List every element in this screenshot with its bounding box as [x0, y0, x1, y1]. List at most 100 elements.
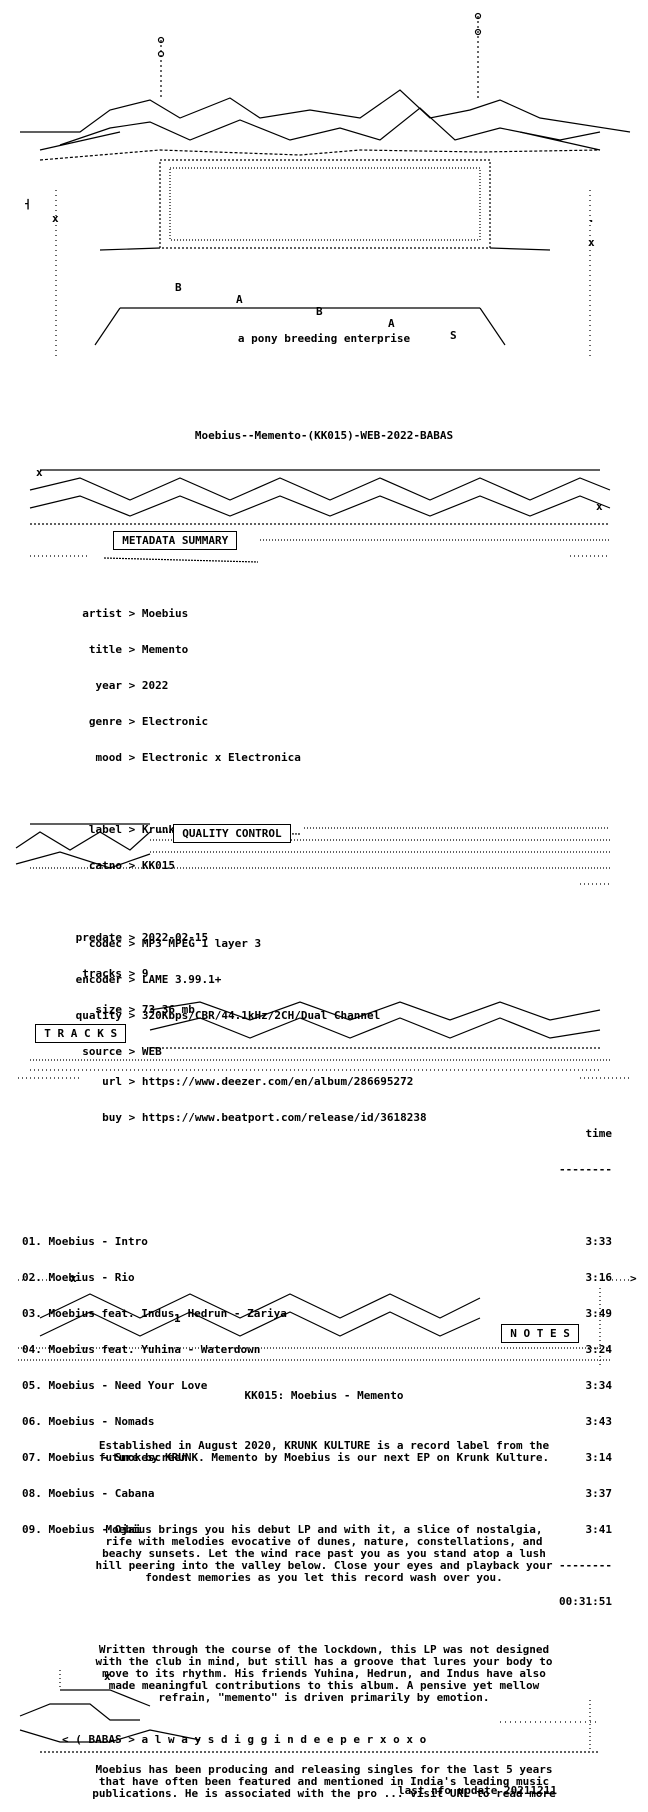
notes-paragraph: Written through the course of the lockdo…: [95, 1643, 553, 1704]
header-letter: A: [388, 317, 395, 330]
notes-banner-svg: x > 1: [18, 1272, 637, 1368]
header-letter: B: [316, 305, 323, 318]
quality-value: LAME 3.99.1+: [141, 973, 222, 986]
meta-value: 9: [141, 967, 149, 980]
track-row: 08. Moebius - Cabana 3:37: [22, 1488, 612, 1500]
header-art-svg: ㅓ x . x x x: [20, 12, 631, 360]
svg-text:x: x: [70, 1272, 77, 1285]
meta-value: Electronic: [141, 715, 209, 728]
notes-banner-art: x > 1: [0, 1268, 648, 1378]
header-letter: A: [236, 293, 243, 306]
release-name: Moebius--Memento-(KK015)-WEB-2022-BABAS: [194, 429, 454, 442]
meta-key: artist: [82, 607, 122, 620]
meta-key: catno: [88, 859, 122, 872]
footer-art: x: [0, 1660, 648, 1760]
url-link[interactable]: https://www.deezer.com/en/album/28669527…: [141, 1075, 414, 1088]
track-row: 04. Moebius feat. Yuhina - Waterdown 3:24: [22, 1344, 612, 1356]
track-duration: 3:34: [585, 1379, 613, 1392]
track-row: 03. Moebius feat. Indus, Hedrun - Zariya…: [22, 1308, 612, 1320]
time-header: time: [585, 1127, 613, 1140]
meta-key: tracks: [82, 967, 122, 980]
svg-text:>: >: [630, 1272, 637, 1285]
babas-letters: B A B A S: [0, 270, 648, 342]
track-row: 09. Moebius - Ojai 3:41: [22, 1524, 612, 1536]
notes-body: Established in August 2020, KRUNK KULTUR…: [0, 1416, 648, 1812]
svg-text:x: x: [588, 236, 595, 249]
quality-key: encoder: [75, 973, 122, 986]
quality-heading: QUALITY CONTROL: [173, 824, 291, 843]
svg-text:1: 1: [174, 1312, 181, 1325]
track-title: 06. Moebius - Nomads: [22, 1415, 155, 1428]
track-row: 05. Moebius - Need Your Love 3:34: [22, 1380, 612, 1392]
track-title: 07. Moebius - Smokescreen: [22, 1451, 188, 1464]
meta-value: Electronic x Electronica: [141, 751, 301, 764]
notes-heading: N O T E S: [501, 1324, 579, 1343]
quality-banner-svg: [15, 823, 610, 885]
meta-key: predate: [75, 931, 122, 944]
track-duration: 3:43: [585, 1415, 613, 1428]
svg-text:x: x: [104, 1670, 111, 1683]
meta-value: 2022-02-15: [141, 931, 209, 944]
track-duration: 3:16: [585, 1271, 613, 1284]
track-title: 05. Moebius - Need Your Love: [22, 1379, 208, 1392]
svg-text:x: x: [52, 212, 59, 225]
tagline: a pony breeding enterprise: [237, 332, 411, 345]
metadata-banner-art: x x: [0, 460, 648, 570]
metadata-heading: METADATA SUMMARY: [113, 531, 238, 550]
tracks-heading: T R A C K S: [35, 1024, 127, 1043]
header-letter: S: [450, 329, 457, 342]
meta-value: Moebius: [141, 607, 189, 620]
quality-value: WEB: [141, 1045, 162, 1058]
quality-value: MP3 MPEG 1 layer 3: [141, 937, 262, 950]
quality-key: source: [82, 1045, 122, 1058]
footer-tagline: < ( BABAS > a l w a y s d i g g i n d e …: [62, 1733, 427, 1746]
track-title: 09. Moebius - Ojai: [22, 1523, 142, 1536]
notes-title: KK015: Moebius - Memento: [244, 1389, 404, 1402]
meta-key: title: [88, 643, 122, 656]
track-title: 02. Moebius - Rio: [22, 1271, 135, 1284]
meta-key: url: [102, 1075, 122, 1088]
track-duration: 3:24: [585, 1343, 613, 1356]
meta-key: mood: [95, 751, 123, 764]
meta-key: label: [88, 823, 122, 836]
time-rule: --------: [559, 1163, 612, 1176]
track-duration: 3:49: [585, 1307, 613, 1320]
tracks-banner-svg: [18, 1001, 630, 1079]
buy-link[interactable]: https://www.beatport.com/release/id/3618…: [141, 1111, 427, 1124]
track-row: 02. Moebius - Rio 3:16: [22, 1272, 612, 1284]
metadata-heading-box: METADATA SUMMARY: [100, 523, 238, 550]
total-time: 00:31:51: [559, 1595, 612, 1608]
metadata-banner-svg: x x: [29, 466, 611, 563]
track-duration: 3:33: [585, 1235, 613, 1248]
meta-value: Memento: [141, 643, 189, 656]
last-update: last nfo update 20211211: [398, 1784, 557, 1797]
quality-key: codec: [88, 937, 122, 950]
track-duration: 3:41: [585, 1523, 613, 1536]
total-rule: --------: [559, 1559, 612, 1572]
track-row: 06. Moebius - Nomads 3:43: [22, 1416, 612, 1428]
meta-value: 73.36 mb: [141, 1003, 195, 1016]
svg-text:ㅓ: ㅓ: [22, 198, 32, 211]
tracks-heading-box: T R A C K S: [22, 1016, 127, 1043]
notes-paragraph: Moebius brings you his debut LP and with…: [95, 1523, 553, 1584]
quality-banner-art: [0, 788, 648, 888]
footer-art-svg: x: [19, 1670, 600, 1753]
meta-key: buy: [102, 1111, 122, 1124]
meta-key: size: [95, 1003, 123, 1016]
svg-text:x: x: [36, 466, 43, 479]
tracks-banner-art: [0, 990, 648, 1090]
track-title: 04. Moebius feat. Yuhina - Waterdown: [22, 1343, 261, 1356]
notes-paragraph: Moebius has been producing and releasing…: [92, 1763, 556, 1800]
notes-heading-box: N O T E S: [488, 1316, 579, 1343]
meta-key: year: [95, 679, 123, 692]
quality-list: codec > MP3 MPEG 1 layer 3 encoder > LAM…: [0, 914, 381, 1070]
header-letter: B: [175, 281, 182, 294]
track-duration: 3:37: [585, 1487, 613, 1500]
notes-paragraph: Established in August 2020, KRUNK KULTUR…: [98, 1439, 550, 1464]
svg-text:.: .: [588, 212, 595, 225]
track-title: 08. Moebius - Cabana: [22, 1487, 155, 1500]
meta-value: 2022: [141, 679, 169, 692]
